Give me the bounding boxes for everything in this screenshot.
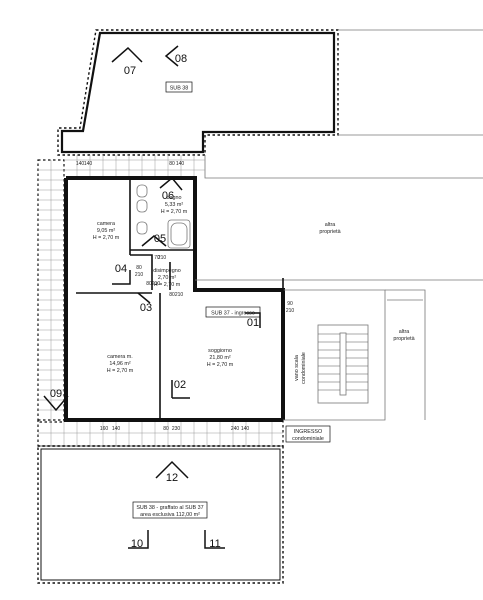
- svg-text:160: 160: [100, 426, 109, 432]
- upper-terrace: [57, 29, 483, 179]
- svg-text:140: 140: [84, 161, 93, 167]
- svg-text:area esclusiva 112,00 m²: area esclusiva 112,00 m²: [140, 512, 200, 518]
- label-altra-proprieta-2: altra proprietà: [393, 329, 414, 342]
- svg-text:H = 2,70 m: H = 2,70 m: [161, 209, 188, 215]
- viewpoint-10: 10: [131, 538, 143, 550]
- svg-text:14,96 m²: 14,96 m²: [109, 361, 130, 367]
- svg-text:240: 240: [231, 426, 240, 432]
- svg-text:140: 140: [176, 161, 185, 167]
- svg-text:80: 80: [169, 292, 175, 298]
- dim-door-camera: 80 210: [135, 265, 144, 278]
- lower-terrace: [37, 445, 284, 584]
- dim-bottom-1: 160 140: [100, 426, 121, 432]
- room-camera: camera 9,05 m² H = 2,70 m: [93, 221, 120, 241]
- viewpoint-02: 02: [174, 379, 186, 391]
- svg-text:210: 210: [158, 255, 167, 261]
- dim-bottom-2: 80 230: [163, 426, 180, 432]
- svg-text:80: 80: [136, 265, 142, 271]
- viewpoint-04: 04: [115, 263, 127, 275]
- svg-text:condominiale: condominiale: [292, 436, 324, 442]
- svg-text:SUB 38 - graffato al SUB 37: SUB 38 - graffato al SUB 37: [136, 505, 203, 511]
- dim-top-right: 80 140: [169, 161, 184, 167]
- label-sub38-bottom: SUB 38 - graffato al SUB 37 area esclusi…: [132, 501, 208, 519]
- viewpoint-12: 12: [166, 472, 178, 484]
- svg-text:soggiorno: soggiorno: [208, 348, 232, 354]
- svg-text:altra: altra: [399, 329, 410, 335]
- svg-text:230: 230: [172, 426, 181, 432]
- viewpoint-08: 08: [175, 53, 187, 65]
- svg-text:H = 2,70 m: H = 2,70 m: [107, 368, 134, 374]
- svg-text:210: 210: [152, 281, 161, 287]
- viewpoint-03: 03: [140, 302, 152, 314]
- svg-text:21,80 m²: 21,80 m²: [209, 355, 230, 361]
- svg-text:80: 80: [146, 281, 152, 287]
- label-sub38-top: SUB 38: [165, 81, 193, 93]
- viewpoint-numbers: 01 02 03 04 05 06 07 08 09 10 11 12: [50, 53, 259, 550]
- viewpoint-arrows: [43, 45, 261, 549]
- svg-text:bagno: bagno: [167, 195, 182, 201]
- label-altra-proprieta-1: altra proprietà: [319, 222, 340, 235]
- viewpoint-05: 05: [154, 233, 166, 245]
- dim-door-disimpegno-2: 80 210: [169, 292, 183, 298]
- dim-bottom-3: 240 140: [231, 426, 250, 432]
- svg-text:140: 140: [76, 161, 85, 167]
- apartment-walls: [64, 176, 483, 422]
- svg-text:INGRESSO: INGRESSO: [294, 429, 322, 435]
- svg-text:camera m.: camera m.: [107, 354, 132, 360]
- viewpoint-01: 01: [247, 317, 259, 329]
- svg-text:SUB 38: SUB 38: [170, 86, 189, 92]
- svg-text:9,05 m²: 9,05 m²: [97, 228, 115, 234]
- svg-text:210: 210: [286, 308, 295, 314]
- viewpoint-06: 06: [162, 190, 174, 202]
- svg-text:camera: camera: [97, 221, 115, 227]
- svg-text:proprietà: proprietà: [393, 336, 414, 342]
- svg-text:2,70 m²: 2,70 m²: [158, 275, 176, 281]
- svg-text:80: 80: [163, 426, 169, 432]
- label-ingresso: INGRESSO condominiale: [285, 425, 331, 443]
- svg-text:5,33 m²: 5,33 m²: [165, 202, 183, 208]
- dim-door-entrance: 90 210: [286, 301, 295, 314]
- bottom-balcony-strip: [37, 419, 284, 447]
- svg-text:210: 210: [175, 292, 184, 298]
- svg-text:condominiale: condominiale: [301, 352, 307, 384]
- svg-text:proprietà: proprietà: [319, 229, 340, 235]
- svg-text:altra: altra: [325, 222, 336, 228]
- label-vano-scala: vano scala condominiale: [294, 352, 307, 384]
- svg-text:SUB 37 - ingresso: SUB 37 - ingresso: [211, 311, 255, 317]
- svg-text:H = 2,70 m: H = 2,70 m: [154, 282, 181, 288]
- dim-door-disimpegno-1: 80 210: [146, 281, 160, 287]
- svg-text:140: 140: [241, 426, 250, 432]
- svg-text:H = 2,70 m: H = 2,70 m: [93, 235, 120, 241]
- dim-door-bagno: 70 210: [154, 255, 166, 261]
- svg-text:H = 2,70 m: H = 2,70 m: [207, 362, 234, 368]
- dim-top-left: 140 140: [76, 161, 93, 167]
- svg-text:vano scala: vano scala: [294, 355, 300, 381]
- room-camera-m: camera m. 14,96 m² H = 2,70 m: [107, 354, 134, 374]
- svg-text:disimpegno: disimpegno: [153, 268, 181, 274]
- label-sub37: SUB 37 - ingresso: [205, 306, 261, 318]
- bathroom-fixtures: [136, 184, 191, 249]
- svg-text:210: 210: [135, 272, 144, 278]
- room-soggiorno: soggiorno 21,80 m² H = 2,70 m: [207, 348, 234, 368]
- stairwell: [317, 324, 369, 404]
- svg-text:80: 80: [169, 161, 175, 167]
- room-disimpegno: disimpegno 2,70 m² H = 2,70 m: [153, 268, 181, 288]
- room-bagno: bagno 5,33 m² H = 2,70 m: [161, 195, 188, 215]
- viewpoint-09: 09: [50, 388, 62, 400]
- svg-text:90: 90: [287, 301, 293, 307]
- svg-text:70: 70: [154, 255, 160, 261]
- svg-text:140: 140: [112, 426, 121, 432]
- viewpoint-07: 07: [124, 65, 136, 77]
- viewpoint-11: 11: [209, 538, 220, 550]
